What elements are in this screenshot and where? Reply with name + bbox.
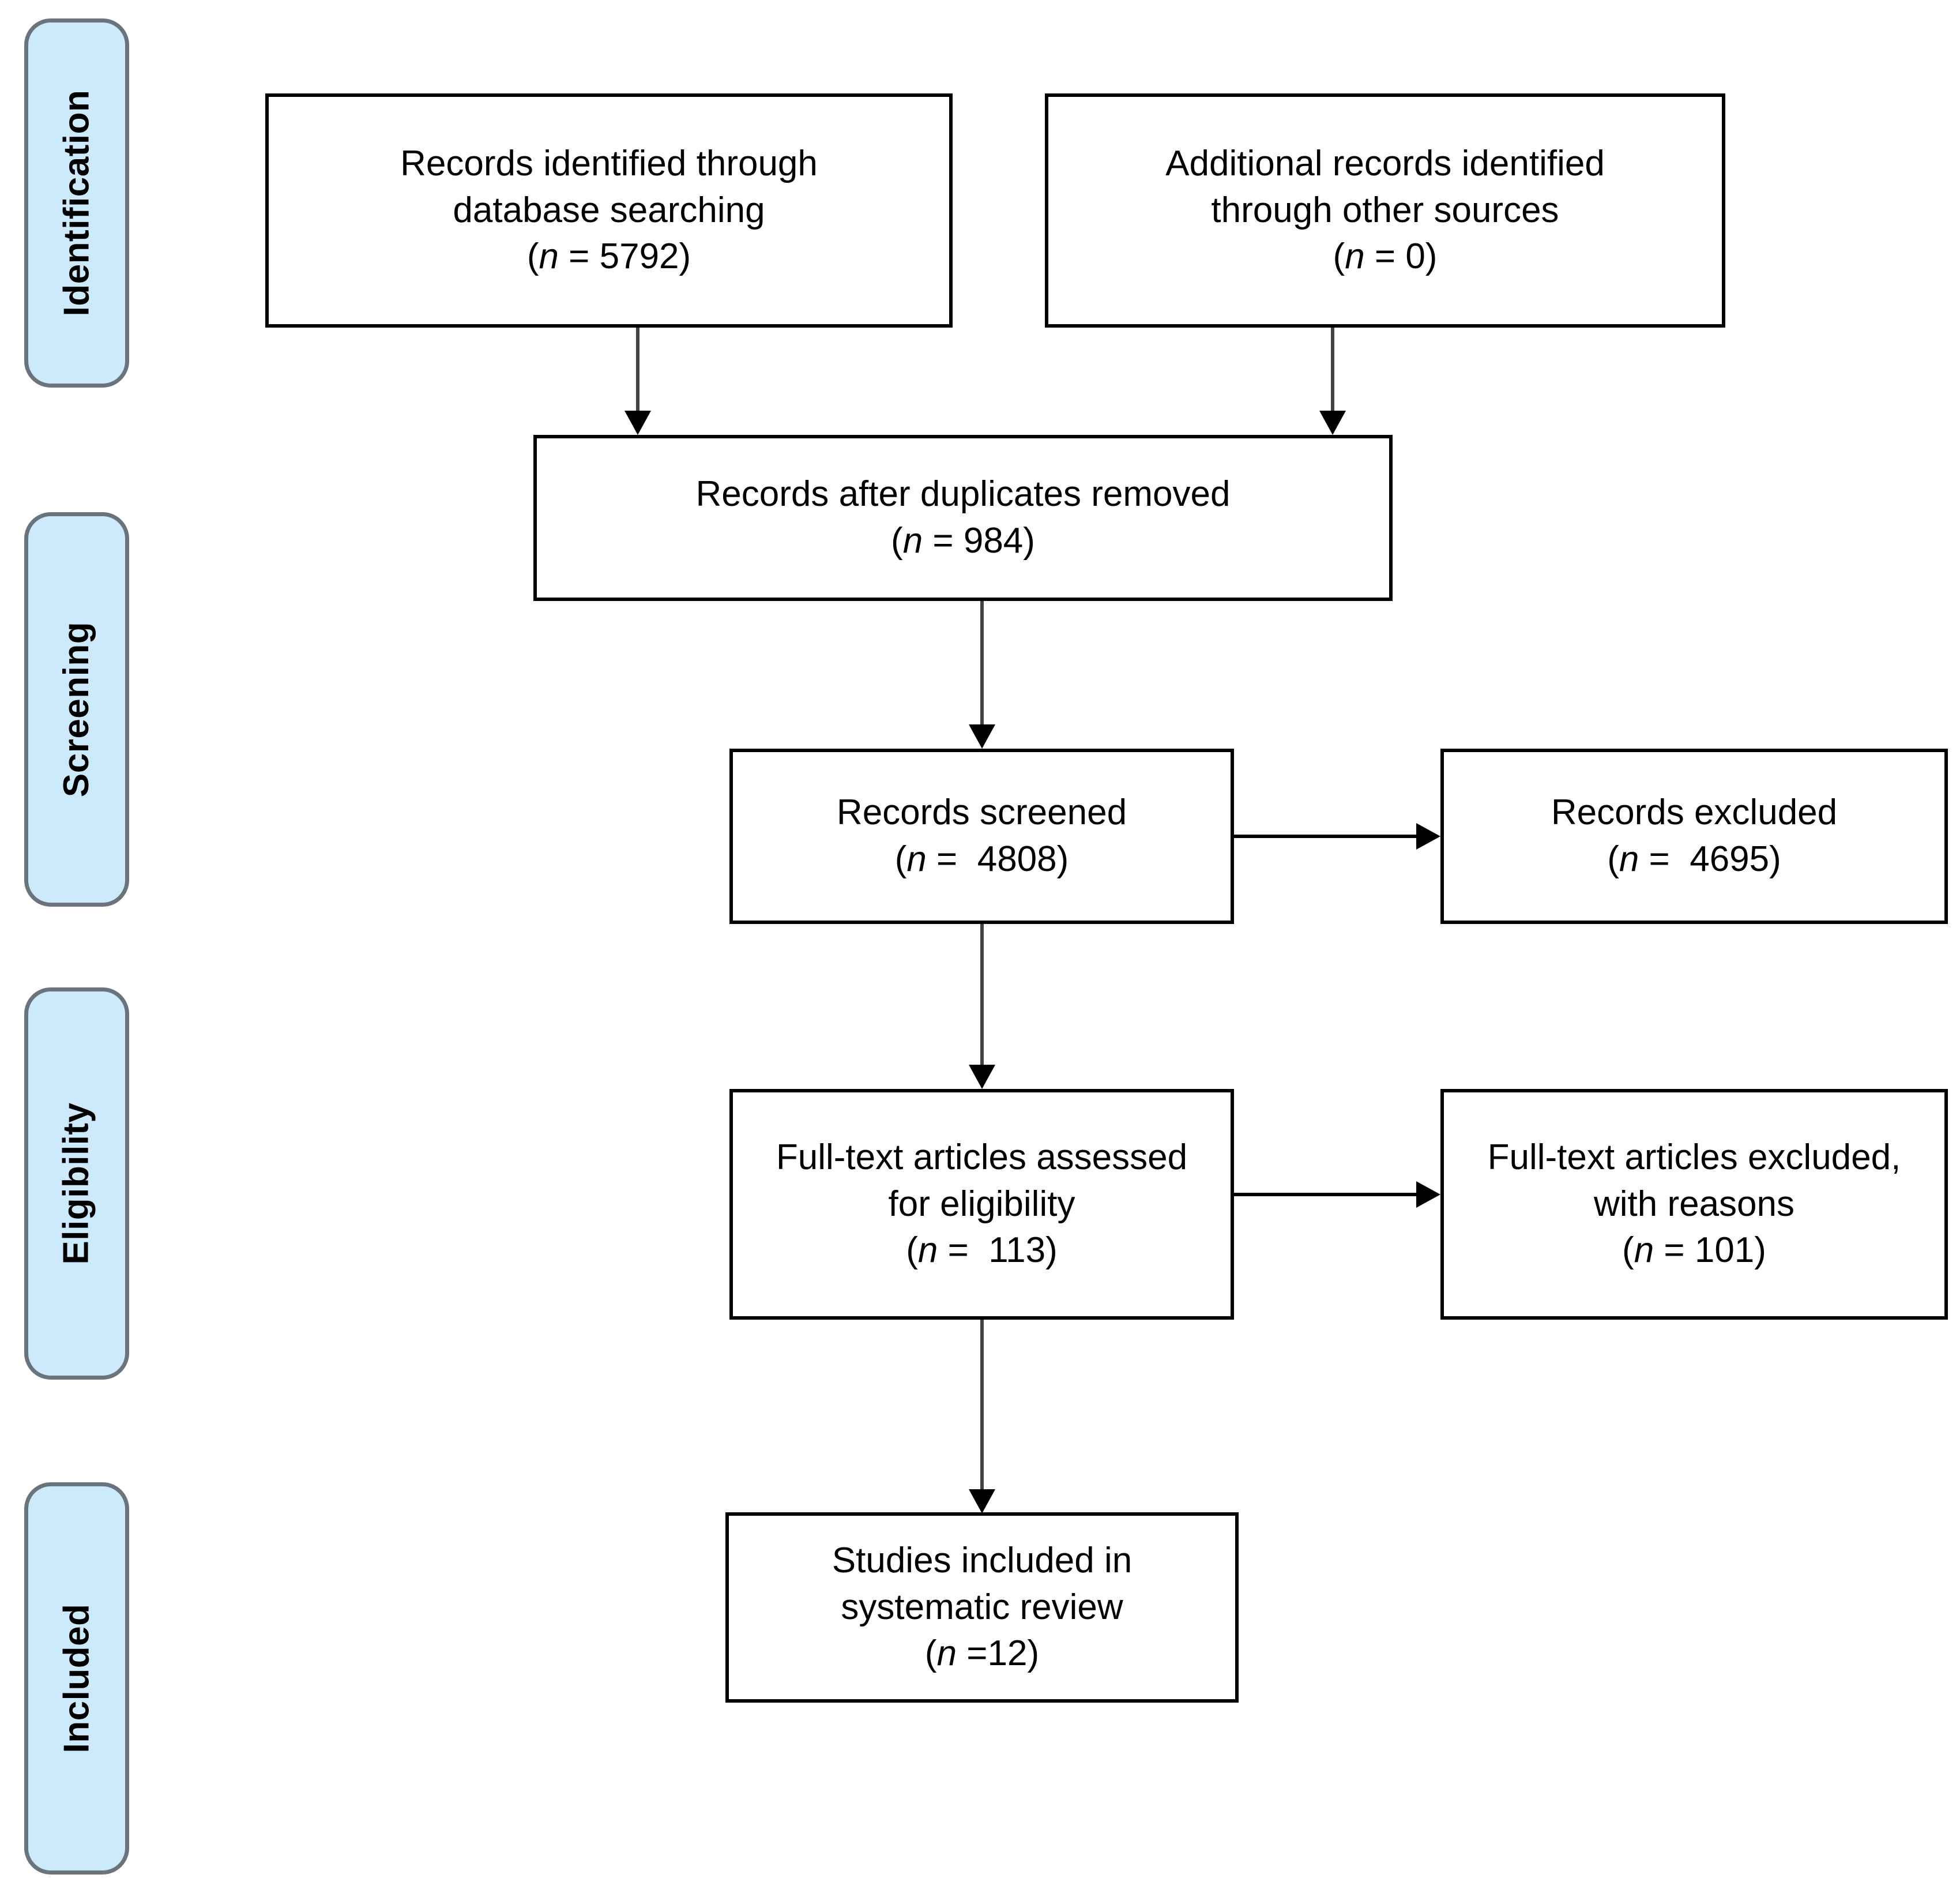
box-count: (n = 113) <box>906 1230 1058 1271</box>
box-additional-records-other-sources: Additional records identified through ot… <box>1045 93 1725 328</box>
box-count: (n = 4695) <box>1607 839 1781 879</box>
arrowhead-records-screened-to-fulltext <box>969 1065 995 1089</box>
box-line-2: systematic review <box>841 1587 1123 1627</box>
stage-label-included: Included <box>57 1603 96 1753</box>
box-line-2: database searching <box>453 190 765 230</box>
box-line-2: through other sources <box>1211 190 1559 230</box>
box-line-1: Records identified through <box>400 144 818 184</box>
arrowhead-other-sources-to-duplicates <box>1319 411 1346 435</box>
box-fulltext-articles-excluded: Full-text articles excluded, with reason… <box>1440 1089 1948 1320</box>
box-line-2: with reasons <box>1593 1184 1795 1224</box>
connector-other-sources-to-duplicates <box>1331 328 1334 412</box>
box-line-1: Records screened <box>836 792 1127 833</box>
connector-db-search-to-duplicates <box>636 328 639 412</box>
box-count: (n =12) <box>924 1633 1040 1674</box>
box-count: (n = 101) <box>1622 1230 1766 1271</box>
box-count: (n = 984) <box>891 521 1035 561</box>
connector-records-screened-to-fulltext <box>980 924 984 1066</box>
connector-records-screened-to-excluded <box>1234 835 1419 838</box>
box-line-1: Additional records identified <box>1165 144 1605 184</box>
box-studies-included: Studies included in systematic review (n… <box>725 1512 1239 1703</box>
box-line-1: Full-text articles assessed <box>776 1137 1188 1178</box>
box-line-1: Studies included in <box>832 1541 1133 1581</box>
stage-label-screening: Screening <box>57 621 96 798</box>
arrowhead-db-search-to-duplicates <box>625 411 651 435</box>
box-line-1: Records excluded <box>1551 792 1838 833</box>
box-records-excluded: Records excluded (n = 4695) <box>1440 749 1948 924</box>
stage-label-eligibility: Eligibility <box>57 1102 96 1265</box>
stage-pill-screening: Screening <box>24 512 129 907</box>
box-line-1: Records after duplicates removed <box>695 474 1231 514</box>
stage-pill-included: Included <box>24 1482 129 1875</box>
stage-pill-identification: Identification <box>24 18 129 388</box>
connector-fulltext-assessed-to-excluded <box>1234 1193 1419 1196</box>
box-records-screened: Records screened (n = 4808) <box>729 749 1234 924</box>
box-count: (n = 5792) <box>526 236 691 277</box>
box-count: (n = 4808) <box>894 839 1069 879</box>
stage-label-identification: Identification <box>57 89 96 317</box>
box-line-1: Full-text articles excluded, <box>1487 1137 1901 1178</box>
arrowhead-fulltext-to-studies-included <box>969 1489 995 1513</box>
box-records-identified-database: Records identified through database sear… <box>265 93 953 328</box>
connector-duplicates-to-records-screened <box>980 601 984 726</box>
connector-fulltext-to-studies-included <box>980 1320 984 1490</box>
box-line-2: for eligibility <box>888 1184 1075 1224</box>
stage-pill-eligibility: Eligibility <box>24 987 129 1380</box>
arrowhead-duplicates-to-records-screened <box>969 724 995 749</box>
box-count: (n = 0) <box>1333 236 1438 277</box>
box-records-after-duplicates-removed: Records after duplicates removed (n = 98… <box>533 435 1393 601</box>
arrowhead-records-screened-to-excluded <box>1416 823 1440 850</box>
arrowhead-fulltext-assessed-to-excluded <box>1416 1181 1440 1208</box>
box-fulltext-articles-assessed: Full-text articles assessed for eligibil… <box>729 1089 1234 1320</box>
